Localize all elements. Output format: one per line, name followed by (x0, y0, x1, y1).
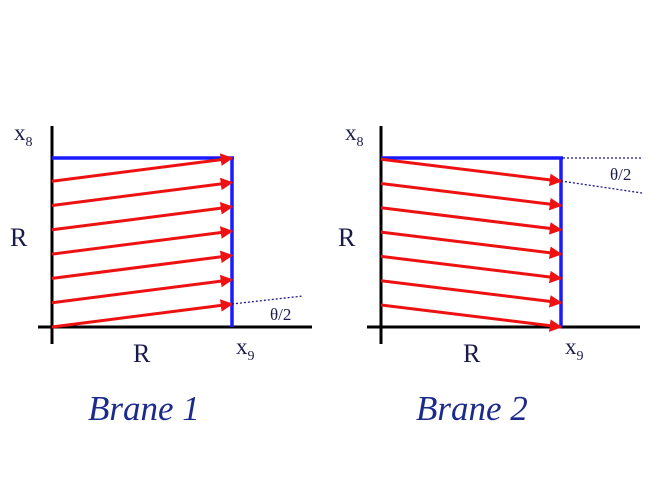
y-axis-label: x8 (345, 120, 364, 150)
y-axis-label: x8 (14, 120, 33, 150)
arrow-field (380, 157, 563, 332)
panel-brane-2: x8 R R x9 θ/2 Brane 2 (338, 120, 643, 428)
arrow (51, 250, 234, 280)
arrow (380, 254, 563, 284)
arrow (380, 206, 563, 235)
angle-dotted-line (231, 295, 304, 305)
arrow (51, 226, 234, 256)
angle-label: θ/2 (270, 305, 291, 324)
panel-caption: Brane 2 (416, 389, 528, 428)
arrow (380, 279, 563, 308)
arrow (380, 230, 563, 259)
bottom-label: R (463, 339, 481, 368)
arrow (380, 157, 563, 187)
side-label: R (338, 223, 356, 252)
bottom-label: R (133, 339, 151, 368)
arrow-field (51, 153, 234, 329)
angle-label: θ/2 (610, 165, 631, 184)
angle-dotted-line-slant (560, 180, 643, 194)
arrow (51, 201, 234, 232)
arrow (51, 274, 234, 305)
arrow (51, 299, 234, 329)
arrow (380, 303, 563, 332)
panel-caption: Brane 1 (88, 389, 200, 428)
x-axis-label: x9 (565, 334, 584, 364)
arrow (380, 182, 563, 211)
arrow (51, 153, 234, 183)
side-label: R (10, 223, 28, 252)
panel-brane-1: x8 R R x9 θ/2 Brane 1 (10, 120, 312, 428)
x-axis-label: x9 (236, 334, 255, 364)
arrow (51, 177, 234, 207)
